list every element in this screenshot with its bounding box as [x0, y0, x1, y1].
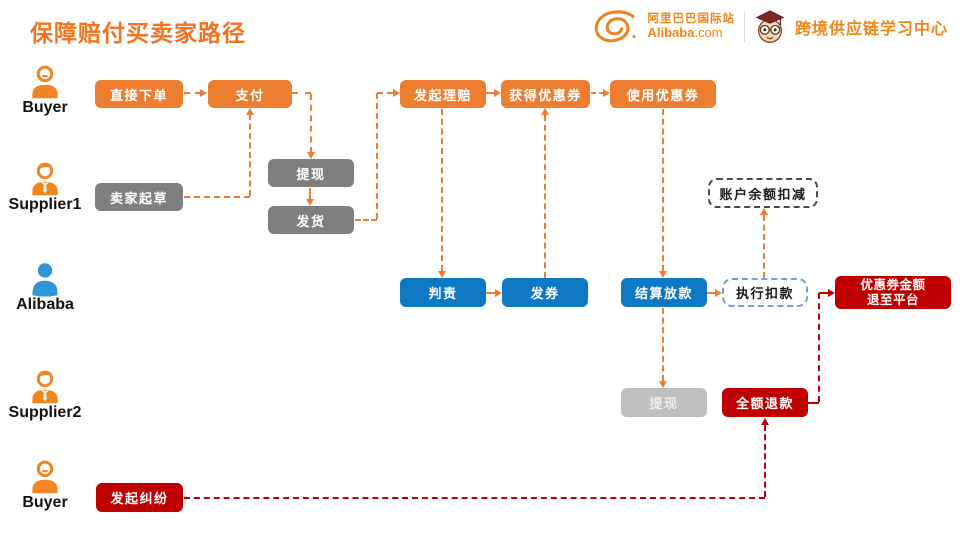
edge-ship-to-file-claim [377, 92, 393, 94]
node-get-coupon: 获得优惠券 [501, 80, 590, 108]
arrowhead-icon [246, 108, 254, 115]
edge-file-dispute-to-full-refund [184, 497, 765, 499]
lane-label-alibaba: Alibaba [16, 296, 74, 313]
edge-full-refund-to-coupon-return [819, 292, 829, 294]
edge-pay-to-withdraw1 [292, 92, 311, 94]
arrowhead-icon [494, 89, 501, 97]
node-pay: 支付 [208, 80, 292, 108]
lane-label-buyer2: Buyer [22, 494, 68, 511]
alibaba-logo-icon [595, 10, 636, 43]
edge-use-coupon-to-settle-release [662, 109, 664, 271]
edge-ship-to-file-claim [376, 93, 378, 219]
node-coupon-return: 优惠券金额 退至平台 [835, 276, 951, 309]
arrowhead-icon [715, 289, 722, 297]
edge-file-claim-to-judge [441, 109, 443, 271]
node-balance-deduction: 账户余额扣减 [708, 178, 818, 208]
buyer-icon [32, 460, 58, 494]
edge-seller-draft-to-pay [184, 196, 250, 198]
node-use-coupon: 使用优惠券 [610, 80, 716, 108]
edge-settle-release-to-withdraw2 [662, 308, 664, 381]
brand-divider [743, 12, 745, 42]
node-file-claim: 发起理赔 [400, 80, 486, 108]
brand-header: 阿里巴巴国际站 Alibaba.com 跨境供应链学习中心 [590, 8, 948, 46]
lane-label-buyer: Buyer [22, 99, 68, 116]
node-issue-coupon: 发券 [502, 278, 588, 307]
arrowhead-icon [393, 89, 400, 97]
edge-settle-release-to-execute-deduction [707, 292, 716, 294]
edge-seller-draft-to-pay [249, 114, 251, 196]
buyer-icon [32, 65, 58, 99]
edge-execute-deduction-to-balance-deduction [763, 215, 765, 278]
arrowhead-icon [761, 418, 769, 425]
page-title: 保障赔付买卖家路径 [30, 20, 246, 46]
arrowhead-icon [760, 208, 768, 215]
node-settle-release: 结算放款 [621, 278, 707, 307]
arrowhead-icon [200, 89, 207, 97]
node-execute-deduction: 执行扣款 [722, 278, 808, 307]
edge-full-refund-to-coupon-return [818, 293, 820, 402]
node-seller-draft: 卖家起草 [95, 183, 183, 211]
node-withdraw-2: 提现 [621, 388, 707, 417]
supplier-icon [32, 162, 58, 196]
lane-label-supplier1: Supplier1 [8, 196, 82, 213]
edge-file-dispute-to-full-refund [764, 425, 766, 497]
mascot-icon [755, 10, 785, 43]
arrowhead-icon [307, 152, 315, 159]
node-judge: 判责 [400, 278, 486, 307]
edge-judge-to-issue-coupon [486, 292, 495, 294]
edge-pay-to-withdraw1 [310, 94, 312, 153]
edge-ship-to-file-claim [355, 219, 377, 221]
edge-file-claim-to-get-coupon [486, 92, 495, 94]
lane-label-supplier2: Supplier2 [8, 404, 82, 421]
brand-name-en: Alibaba.com [647, 25, 723, 41]
center-name: 跨境供应链学习中心 [794, 21, 948, 38]
node-full-refund: 全额退款 [722, 388, 808, 417]
arrowhead-icon [659, 271, 667, 278]
node-ship: 发货 [268, 206, 354, 234]
arrowhead-icon [828, 289, 835, 297]
edge-withdraw1-to-ship [309, 188, 311, 200]
supplier-icon [32, 370, 58, 404]
brand-name-cn: 阿里巴巴国际站 [647, 12, 735, 25]
arrowhead-icon [659, 381, 667, 388]
edge-place-order-to-pay [184, 92, 201, 94]
alibaba-person-icon [32, 263, 58, 297]
edge-full-refund-to-coupon-return [808, 402, 819, 404]
edge-get-coupon-to-use-coupon [591, 92, 604, 94]
arrowhead-icon [603, 89, 610, 97]
node-withdraw-1: 提现 [268, 159, 354, 187]
brand-text: 阿里巴巴国际站 Alibaba.com [647, 13, 735, 41]
node-file-dispute: 发起纠纷 [96, 483, 183, 512]
node-place-order: 直接下单 [95, 80, 183, 108]
arrowhead-icon [541, 108, 549, 115]
arrowhead-icon [495, 289, 502, 297]
edge-issue-coupon-to-get-coupon [544, 115, 546, 278]
arrowhead-icon [306, 199, 314, 206]
arrowhead-icon [438, 271, 446, 278]
